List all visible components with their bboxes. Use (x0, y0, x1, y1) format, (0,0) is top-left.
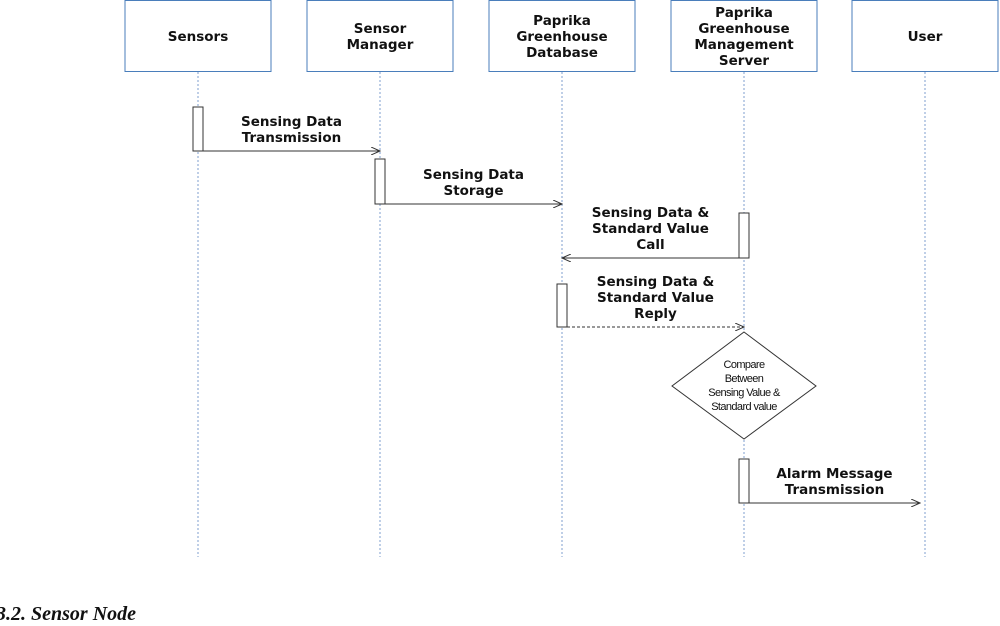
participant-box (306, 0, 454, 72)
message-label: Storage (443, 183, 503, 199)
message-label: Sensing Data (241, 114, 342, 130)
section-caption: 3.2. Sensor Node (0, 603, 137, 625)
message-label: Sensing Data & (592, 205, 710, 221)
activation-bar (738, 458, 750, 504)
decision-label: Sensing Value & (708, 387, 781, 399)
participant-box (488, 0, 636, 72)
message-label: Standard Value (592, 221, 709, 237)
participant-label: Management (694, 37, 794, 53)
participant: Sensors (124, 0, 272, 557)
participant-label: Greenhouse (516, 29, 607, 45)
participant-label: User (908, 29, 943, 45)
message-label: Sensing Data (423, 167, 524, 183)
activation-bar (738, 212, 750, 259)
participant-box (670, 0, 818, 72)
decision-label: Standard value (711, 401, 777, 413)
activation-bar (374, 158, 386, 205)
message-label: Sensing Data & (597, 274, 715, 290)
message-label: Transmission (785, 482, 884, 498)
participant-label: Database (526, 45, 598, 61)
participant-label: Manager (347, 37, 414, 53)
message-label: Reply (634, 306, 677, 322)
decision-label: Compare (723, 359, 765, 371)
participant-label: Greenhouse (698, 21, 789, 37)
message-label: Call (636, 237, 664, 253)
participant-label: Paprika (533, 13, 591, 29)
participant-box (124, 0, 272, 72)
participant-label: Sensors (168, 29, 229, 45)
decision-label: Between (725, 373, 764, 385)
message-label: Standard Value (597, 290, 714, 306)
participant: User (851, 0, 999, 557)
activation-bar (556, 283, 568, 328)
participant-label: Server (719, 53, 769, 69)
activation-bar (192, 106, 204, 152)
message-label: Transmission (242, 130, 341, 146)
participant-label: Sensor (354, 21, 407, 37)
participant-box (851, 0, 999, 72)
diamond-shape (671, 331, 817, 440)
participant-label: Paprika (715, 5, 773, 21)
message-label: Alarm Message (776, 466, 892, 482)
